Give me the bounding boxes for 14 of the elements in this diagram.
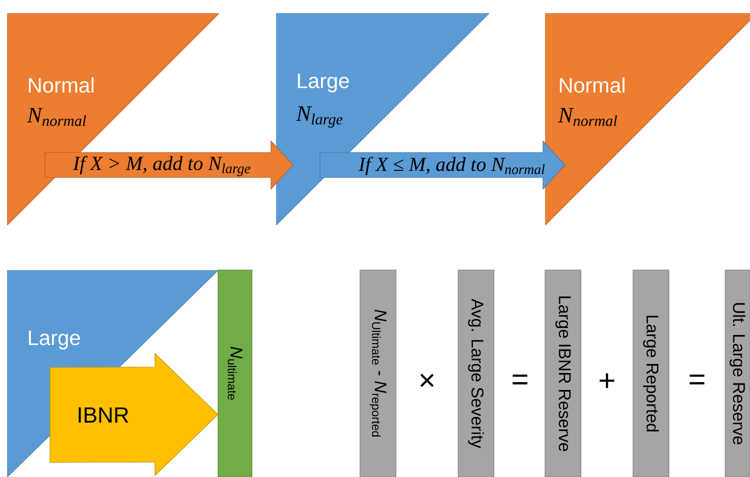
- block-arrow: [320, 140, 566, 190]
- operator-sign: =: [512, 374, 528, 384]
- bar-box: Large IBNR Reserve: [544, 270, 582, 477]
- edge-label: IBNR: [78, 407, 128, 423]
- bar-box: Avg. Large Severity: [458, 270, 494, 477]
- bar-box: Ult. Large Reserve: [724, 270, 750, 477]
- operator-sign: =: [690, 374, 704, 384]
- operator-sign: ×: [420, 374, 434, 388]
- bar-box: N$_{ultimate}$: [218, 270, 252, 477]
- bar-box: Large Reported: [632, 270, 670, 477]
- block-arrow: [44, 140, 294, 190]
- bar-box: N$_{Ultimate}$ - N$_{reported}$: [360, 270, 396, 477]
- block-arrow: [50, 352, 218, 476]
- operator-sign: +: [600, 373, 614, 388]
